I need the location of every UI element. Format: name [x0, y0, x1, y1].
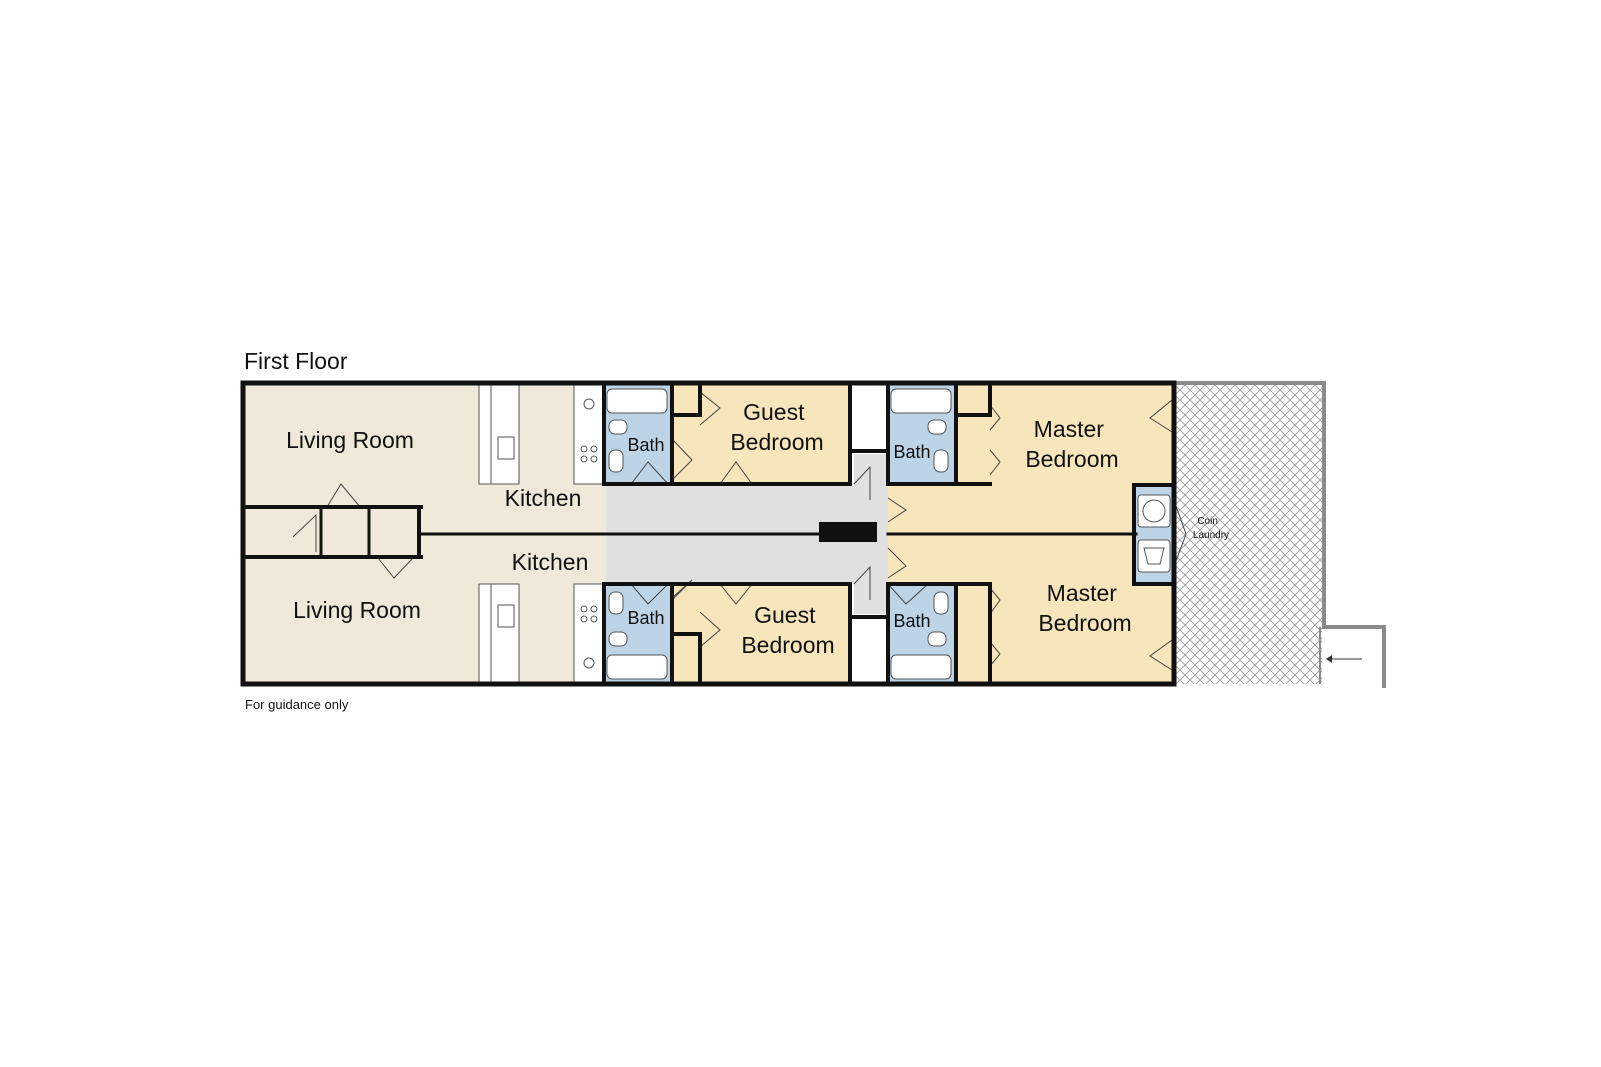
room-labels: Living Room Kitchen Kitchen Living Room … — [286, 399, 1132, 658]
label-guest-top: Guest Bedroom — [730, 399, 823, 455]
walls — [240, 380, 1177, 687]
label-living-top: Living Room — [286, 427, 414, 453]
chimney-block — [819, 522, 877, 542]
label-guest-bottom: Guest Bedroom — [741, 602, 834, 658]
label-kitchen-top: Kitchen — [505, 485, 582, 511]
label-bath-2: Bath — [893, 442, 930, 462]
label-bath-3: Bath — [627, 608, 664, 628]
label-coin-laundry: Coin Laundry — [1193, 516, 1229, 541]
guidance-note: For guidance only — [245, 697, 349, 712]
label-bath-1: Bath — [627, 435, 664, 455]
bath-fixtures — [606, 388, 1171, 680]
door-swings — [292, 391, 1187, 671]
label-bath-4: Bath — [893, 611, 930, 631]
floor-title: First Floor — [244, 348, 348, 374]
bath-labels: Bath Bath Bath Bath — [627, 435, 930, 631]
label-master-top: Master Bedroom — [1025, 416, 1118, 472]
patio — [1176, 381, 1386, 688]
label-master-bottom: Master Bedroom — [1038, 580, 1131, 636]
label-kitchen-bottom: Kitchen — [512, 549, 589, 575]
label-living-bottom: Living Room — [293, 597, 421, 623]
kitchen-counters — [478, 384, 605, 685]
